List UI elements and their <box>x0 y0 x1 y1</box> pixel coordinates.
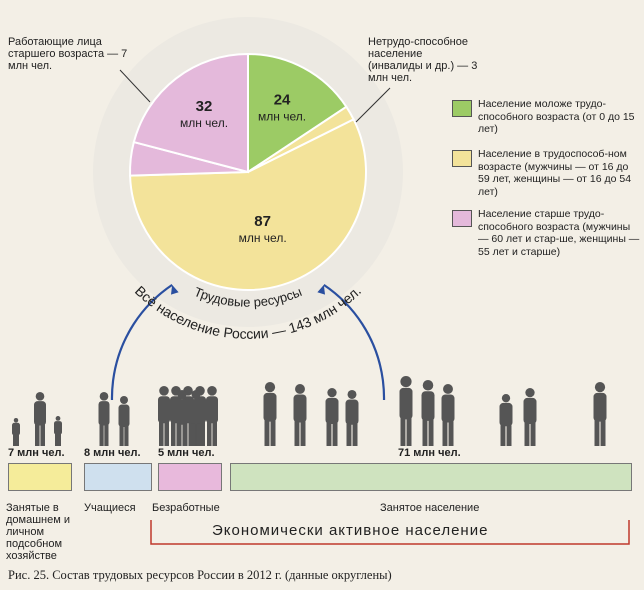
figure-caption: Рис. 25. Состав трудовых ресурсов России… <box>8 568 392 582</box>
people-illustration <box>12 376 607 446</box>
legend-swatch <box>452 150 472 167</box>
pie-slice-working_age <box>129 118 367 291</box>
legend-text: Население старше трудо-способного возрас… <box>478 208 640 258</box>
group-bar-unemployed <box>158 463 222 491</box>
person-icon <box>118 396 130 446</box>
arc-arrowhead <box>170 284 179 295</box>
group-label-home: Занятые в домашнем и личном подсобном хо… <box>6 502 70 562</box>
person-icon <box>190 390 202 446</box>
economically-active-label: Экономически активное население <box>208 522 493 539</box>
group-count-unemployed: 5 млн чел. <box>158 447 215 459</box>
person-icon <box>12 418 20 446</box>
person-icon <box>176 390 188 446</box>
pie-unit-elder: млн чел. <box>180 116 228 130</box>
group-label-students: Учащиеся <box>84 502 136 514</box>
legend-swatch <box>452 210 472 227</box>
pie-slice-young <box>247 52 348 174</box>
person-icon <box>593 382 607 446</box>
group-count-employed: 71 млн чел. <box>398 447 461 459</box>
group-label-unemployed: Безработные <box>152 502 220 514</box>
person-icon <box>54 416 62 446</box>
person-icon <box>345 390 359 446</box>
group-bar-students <box>84 463 152 491</box>
pie-value-elder: 32 <box>196 98 213 115</box>
person-icon <box>399 376 413 446</box>
pie-value-working_age: 87 <box>254 213 271 230</box>
group-count-students: 8 млн чел. <box>84 447 141 459</box>
callout-elder-workers: Работающие лица старшего возраста — 7 мл… <box>8 36 128 72</box>
labor-resources-arc <box>110 283 386 400</box>
person-icon <box>263 382 277 446</box>
legend-text: Население в трудоспособ-ном возрасте (му… <box>478 148 632 198</box>
pie-unit-young: млн чел. <box>258 110 306 124</box>
economically-active-bracket <box>150 520 630 545</box>
person-icon <box>499 394 513 446</box>
person-icon <box>158 386 170 446</box>
legend-text: Население моложе трудо-способного возрас… <box>478 98 635 135</box>
callout-line-disabled <box>355 87 391 123</box>
person-icon <box>441 384 455 446</box>
person-icon <box>34 392 46 446</box>
person-icon <box>523 388 537 446</box>
callout-disabled: Нетрудо-способное население (инвалиды и … <box>368 36 478 84</box>
pie-value-young: 24 <box>274 92 291 109</box>
group-count-home: 7 млн чел. <box>8 447 65 459</box>
legend-swatch <box>452 100 472 117</box>
callout-line-elder-workers <box>119 69 151 103</box>
person-icon <box>206 386 218 446</box>
person-icon <box>325 388 339 446</box>
group-label-employed: Занятое население <box>380 502 480 514</box>
pie-slice-elder <box>132 52 249 174</box>
group-bar-employed <box>230 463 632 491</box>
pie-unit-working_age: млн чел. <box>239 231 287 245</box>
person-icon <box>293 384 307 446</box>
group-bar-home <box>8 463 72 491</box>
person-icon <box>421 380 435 446</box>
person-icon <box>98 392 110 446</box>
arc-arrowhead <box>317 284 326 295</box>
